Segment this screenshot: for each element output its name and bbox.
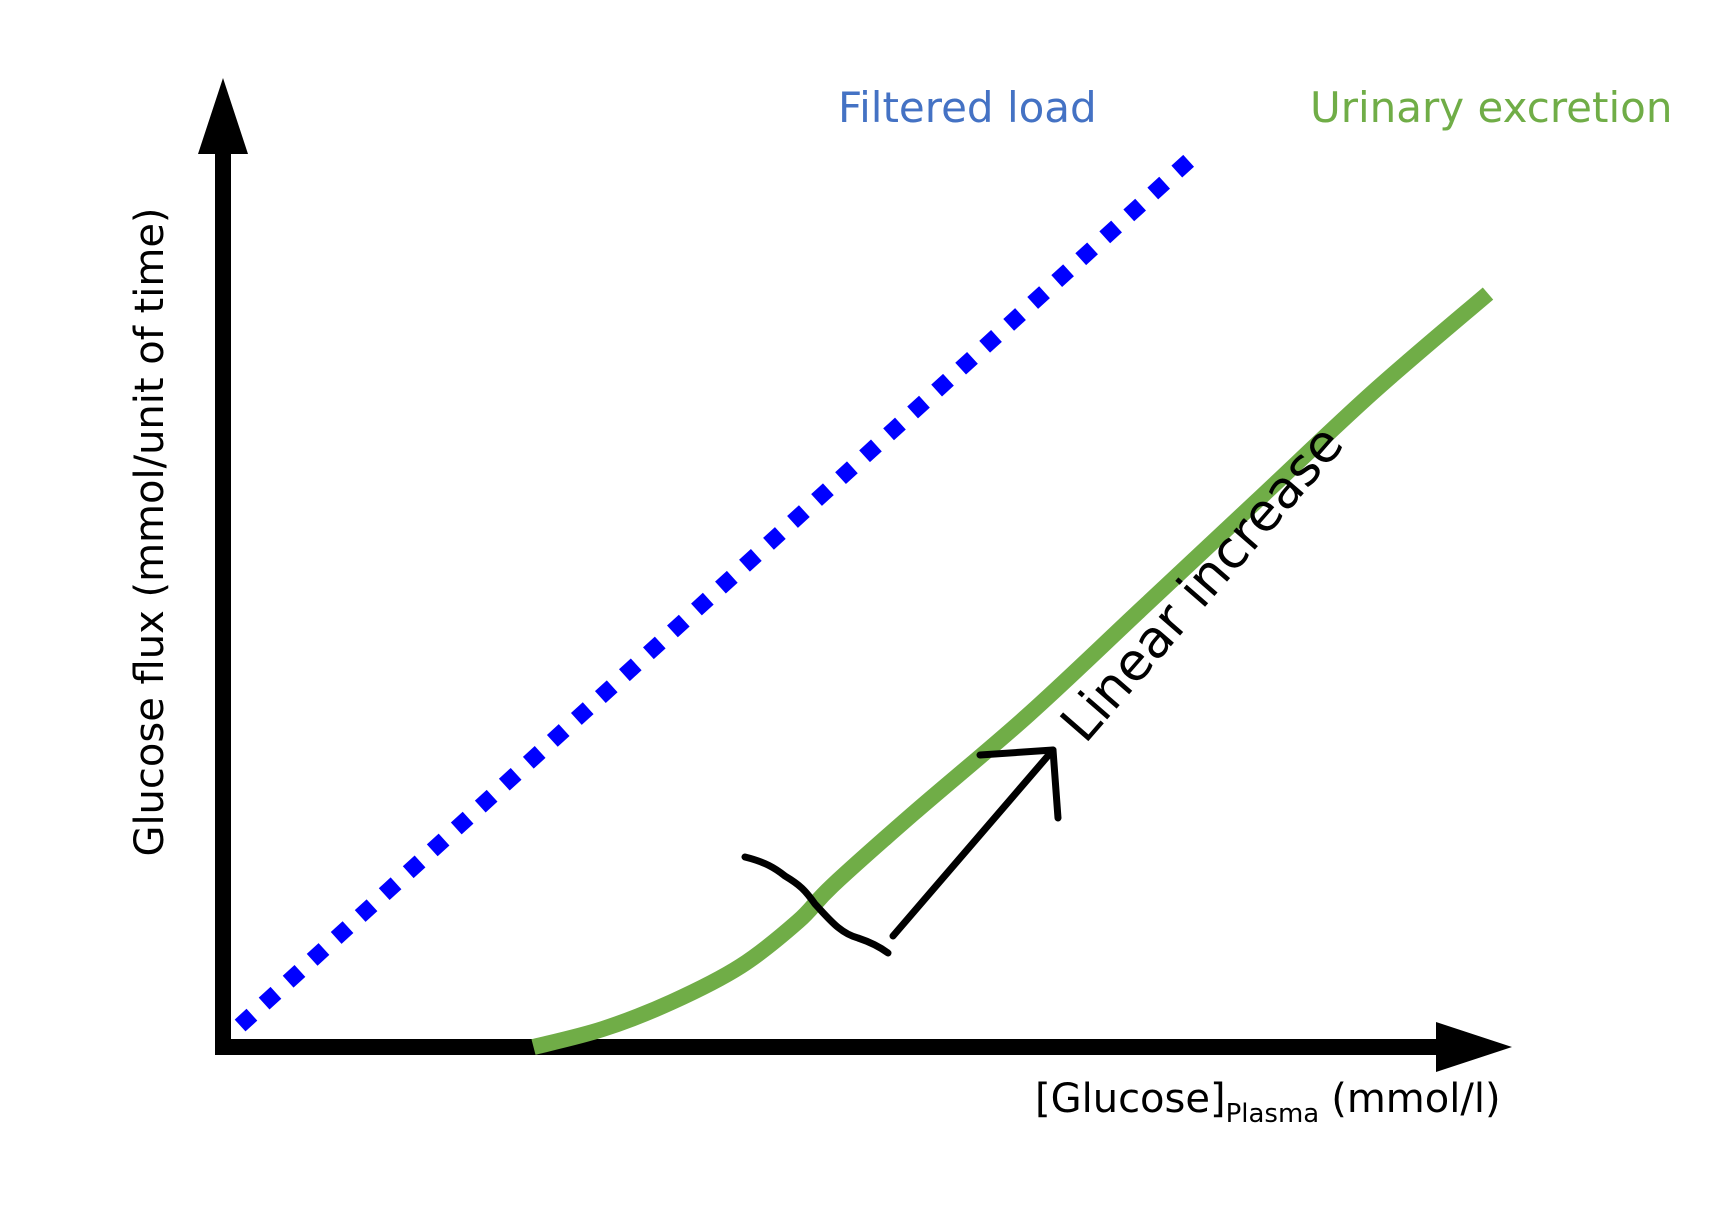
filtered-load-dot	[787, 505, 810, 528]
filtered-load-dot	[282, 964, 306, 988]
filtered-load-dot	[979, 330, 1002, 353]
filtered-load-dot	[594, 680, 618, 703]
filtered-load-dot	[330, 921, 354, 944]
x-axis-arrowhead	[1436, 1022, 1512, 1072]
filtered-load-dot	[859, 439, 882, 463]
filtered-load-dot	[402, 855, 426, 879]
filtered-load-dot	[306, 943, 330, 966]
filtered-load-dot	[234, 1008, 258, 1032]
y-axis-arrowhead	[198, 78, 248, 154]
y-axis-label: Glucose flux (mmol/unit of time)	[127, 207, 173, 856]
filtered-load-dot	[667, 614, 690, 638]
filtered-load-dot	[354, 899, 378, 922]
filtered-load-dot	[378, 877, 402, 901]
break-mark	[741, 853, 892, 957]
series-urinary-excretion	[531, 287, 1494, 1055]
axes	[198, 78, 1512, 1072]
x-axis-label-unit: (mmol/l)	[1331, 1076, 1500, 1122]
x-axis-label: [Glucose]Plasma (mmol/l)	[1035, 1076, 1501, 1129]
filtered-load-dot	[450, 811, 474, 835]
filtered-load-dot	[1027, 286, 1050, 309]
filtered-load-dot	[739, 549, 762, 572]
filtered-load-dot	[1123, 198, 1146, 222]
annotation-arrow-shaft	[889, 746, 1057, 940]
filtered-load-dot	[931, 373, 954, 397]
filtered-load-dot	[522, 746, 546, 769]
filtered-load-dot	[474, 789, 498, 813]
filtered-load-dot	[570, 702, 594, 725]
filtered-load-dot	[835, 461, 858, 485]
x-axis-label-subscript: Plasma	[1226, 1099, 1320, 1129]
filtered-load-dot	[1171, 154, 1195, 178]
filtered-load-dot	[498, 767, 522, 791]
annotation-arrowhead	[976, 746, 1062, 822]
filtered-load-dot	[883, 417, 906, 441]
filtered-load-dot	[1051, 264, 1074, 287]
filtered-load-dot	[258, 986, 282, 1010]
filtered-load-dot	[811, 483, 834, 506]
filtered-load-dot	[643, 636, 666, 660]
filtered-load-dot	[1099, 220, 1122, 244]
filtered-load-dot	[1147, 176, 1171, 200]
filtered-load-dot	[763, 527, 786, 550]
filtered-load-dot	[715, 570, 738, 594]
filtered-load-dot	[955, 351, 978, 375]
x-axis-label-main: [Glucose]	[1035, 1076, 1226, 1122]
series-label-filtered-load: Filtered load	[838, 83, 1097, 132]
filtered-load-dot	[546, 724, 570, 747]
filtered-load-dot	[907, 395, 930, 419]
series-layer	[234, 154, 1494, 1055]
series-filtered-load	[234, 154, 1195, 1032]
series-label-urinary-excretion: Urinary excretion	[1310, 83, 1672, 132]
filtered-load-dot	[618, 658, 642, 682]
filtered-load-dot	[426, 833, 450, 857]
filtered-load-dot	[691, 592, 714, 616]
filtered-load-dot	[1003, 308, 1026, 331]
filtered-load-dot	[1075, 242, 1098, 266]
annotation-label: Linear increase	[1050, 414, 1356, 753]
